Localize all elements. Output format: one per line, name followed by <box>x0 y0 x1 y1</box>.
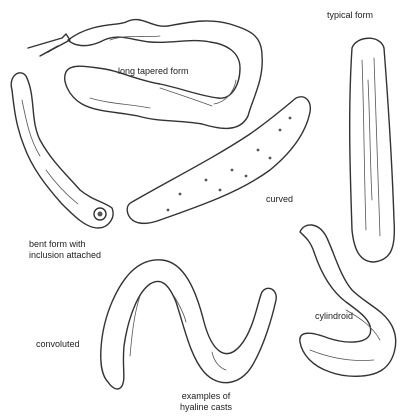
label-curved-text: curved <box>266 194 293 205</box>
figure-caption: examples of hyaline casts <box>180 391 232 413</box>
label-bent-line2: inclusion attached <box>29 250 101 261</box>
label-bent-line1: bent form with <box>29 239 101 250</box>
label-curved: curved <box>266 194 293 205</box>
caption-line2: hyaline casts <box>180 402 232 413</box>
bent-cast-with-inclusion <box>11 73 113 228</box>
cylindroid-cast <box>300 225 396 376</box>
caption-line1: examples of <box>180 391 232 402</box>
label-long-tapered-text: long tapered form <box>118 66 189 77</box>
label-bent-form: bent form with inclusion attached <box>29 239 101 261</box>
label-convoluted: convoluted <box>36 339 80 350</box>
typical-cast <box>350 38 395 262</box>
label-typical-text: typical form <box>327 10 373 21</box>
convoluted-cast <box>101 260 277 389</box>
label-convoluted-text: convoluted <box>36 339 80 350</box>
label-typical-form: typical form <box>327 10 373 21</box>
label-long-tapered-form: long tapered form <box>118 66 189 77</box>
label-cylindroid: cylindroid <box>315 311 353 322</box>
label-cylindroid-text: cylindroid <box>315 311 353 322</box>
